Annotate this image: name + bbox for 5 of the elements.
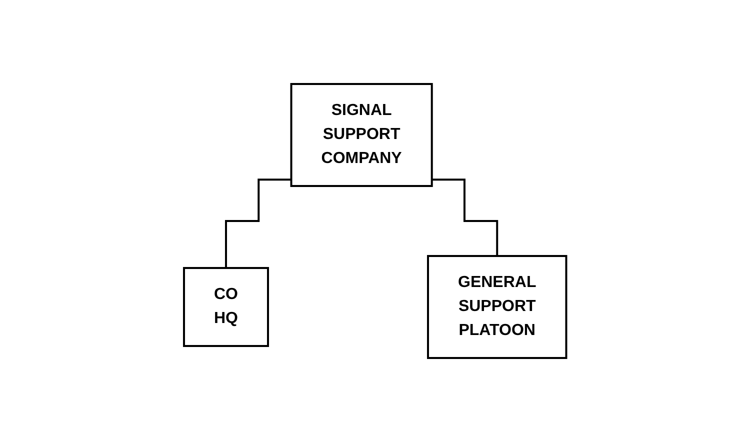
node-box: CO HQ bbox=[182, 266, 269, 346]
node-box: GENERAL SUPPORT PLATOON bbox=[426, 254, 568, 358]
connector bbox=[432, 178, 498, 256]
connector bbox=[224, 178, 292, 268]
node-box: SIGNAL SUPPORT COMPANY bbox=[290, 82, 433, 186]
